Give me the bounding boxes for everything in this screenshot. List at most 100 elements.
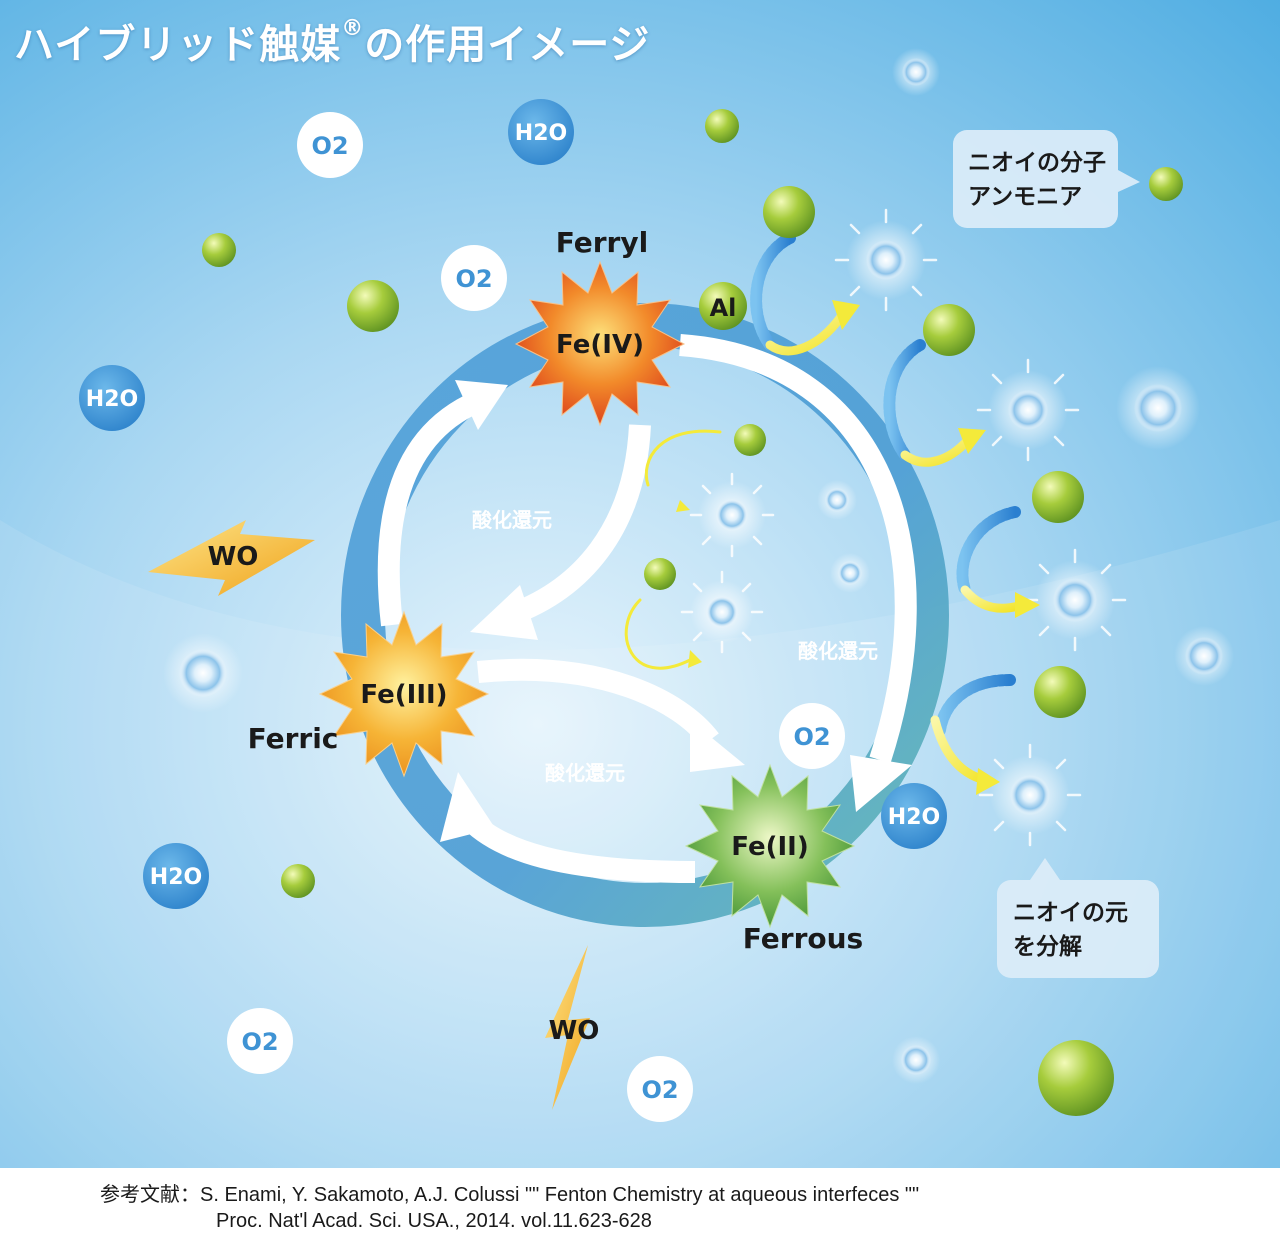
arrow-fe3-to-fe2-head: [690, 720, 745, 772]
reference-citation: 参考文献：S. Enami, Y. Sakamoto, A.J. Colussi…: [100, 1182, 919, 1234]
odor-molecule: [1032, 471, 1084, 523]
wo-bolt-bottom: WO: [545, 945, 599, 1110]
reference-text1: S. Enami, Y. Sakamoto, A.J. Colussi "" F…: [200, 1184, 920, 1206]
odor-molecule: [1149, 167, 1183, 201]
o2-label: O2: [241, 1028, 278, 1056]
wo-label: WO: [549, 1016, 600, 1046]
odor-molecule: [923, 304, 975, 356]
o2-badge: O2: [297, 112, 363, 178]
o2-label: O2: [455, 265, 492, 293]
fe4-name: Ferryl: [556, 226, 648, 259]
reaction-label-bottom: 酸化還元: [545, 761, 625, 785]
blue-arrow: [934, 674, 1016, 736]
radical-particle: [892, 48, 940, 96]
fe3-name: Ferric: [248, 722, 339, 755]
h2o-label: H2O: [888, 805, 940, 830]
radical-particle: [846, 220, 926, 300]
blue-arrow: [750, 232, 796, 351]
arrow-fe2-to-fe3-head: [440, 772, 495, 842]
h2o-label: H2O: [150, 865, 202, 890]
h2o-label: H2O: [86, 387, 138, 412]
fe3-star: Fe(III): [318, 610, 490, 778]
callout-decompose: ニオイの元 を分解: [997, 858, 1159, 978]
fe4-formula: Fe(IV): [556, 330, 644, 360]
fe3-formula: Fe(III): [360, 680, 447, 710]
odor-molecule: [281, 864, 315, 898]
odor-molecule: [734, 424, 766, 456]
callout-bottom-line2: を分解: [1013, 933, 1082, 960]
h2o-badge: H2O: [881, 783, 947, 849]
odor-molecule: [1038, 1040, 1114, 1116]
o2-badge: O2: [227, 1008, 293, 1074]
reaction-label-left: 酸化還元: [472, 508, 552, 532]
al-label: Al: [710, 294, 737, 322]
odor-molecule: [705, 109, 739, 143]
odor-molecule: [1034, 666, 1086, 718]
h2o-badge: H2O: [508, 99, 574, 165]
arrow-fe4-to-fe3: [506, 424, 651, 626]
diagram-canvas: 酸化還元 酸化還元 酸化還元: [0, 0, 1280, 1168]
radical-particles: [163, 48, 1234, 1084]
arrow-fe3-to-fe2: [476, 658, 719, 747]
h2o-badge: H2O: [143, 843, 209, 909]
o2-badge: O2: [779, 703, 845, 769]
odor-molecule: [644, 558, 676, 590]
arrow-fe3-to-fe4: [377, 395, 476, 627]
radical-particle: [1116, 366, 1200, 450]
radical-particle: [698, 481, 766, 549]
h2o-label: H2O: [515, 121, 567, 146]
fe2-name: Ferrous: [743, 922, 863, 955]
reaction-label-right: 酸化還元: [798, 639, 878, 663]
page-title: ハイブリッド触媒®の作用イメージ: [14, 12, 650, 70]
wo-bolt-left: WO: [148, 520, 315, 596]
callout-top-line1: ニオイの分子: [968, 150, 1106, 176]
background-light-band: [0, 520, 1280, 1168]
fe4-star: Fe(IV): [514, 260, 686, 427]
odor-molecule: [347, 280, 399, 332]
radical-particle: [817, 480, 857, 520]
reference-prefix: 参考文献：: [100, 1184, 200, 1206]
arrow-fe3-to-fe4-head: [455, 380, 508, 430]
registered-mark: ®: [341, 16, 365, 41]
callout-odor-molecule: ニオイの分子 アンモニア: [953, 130, 1140, 228]
o2-label: O2: [311, 132, 348, 160]
small-approach-arrow: [624, 598, 692, 670]
arrow-fe4-to-fe2: [679, 334, 917, 764]
aluminum-marker: Al: [699, 282, 747, 330]
radical-particle: [163, 633, 243, 713]
h2o-badge: H2O: [79, 365, 145, 431]
yellow-arrow-heads: [676, 300, 1040, 795]
radical-particle: [830, 553, 870, 593]
blue-approach-arrows: [624, 232, 1021, 736]
o2-badge: O2: [441, 245, 507, 311]
radical-particle: [990, 755, 1070, 835]
callout-top-line2: アンモニア: [968, 184, 1082, 210]
reference-line2: Proc. Nat'l Acad. Sci. USA., 2014. vol.1…: [216, 1210, 652, 1232]
blue-arrow: [883, 339, 926, 461]
small-approach-arrow: [644, 429, 722, 487]
wo-label: WO: [208, 542, 259, 572]
odor-molecule: [763, 186, 815, 238]
cycle-arrows: [377, 334, 917, 883]
odor-molecules: [202, 109, 1183, 1116]
radical-particle: [1174, 626, 1234, 686]
radical-particle: [892, 1036, 940, 1084]
odor-molecule: [202, 233, 236, 267]
blue-arrow: [956, 506, 1021, 596]
yellow-arrow: [900, 435, 973, 467]
fe2-formula: Fe(II): [731, 832, 808, 862]
o2-badges: O2 O2 O2 O2 O2: [227, 112, 845, 1122]
yellow-arrow: [765, 313, 845, 356]
o2-label: O2: [641, 1076, 678, 1104]
o2-label: O2: [793, 723, 830, 751]
diagram-svg: 酸化還元 酸化還元 酸化還元: [0, 0, 1280, 1168]
callout-bottom-line1: ニオイの元: [1013, 900, 1128, 926]
radical-particle: [1035, 560, 1115, 640]
fe2-star: Fe(II): [684, 763, 856, 929]
radical-rays: [680, 208, 1127, 847]
reference-line1: 参考文献：S. Enami, Y. Sakamoto, A.J. Colussi…: [100, 1182, 919, 1208]
title-suffix: の作用イメージ: [364, 22, 651, 68]
arrow-fe4-to-fe2-head: [850, 755, 912, 812]
title-main: ハイブリッド触媒: [14, 22, 342, 68]
arrow-fe4-to-fe3-head: [470, 585, 538, 640]
